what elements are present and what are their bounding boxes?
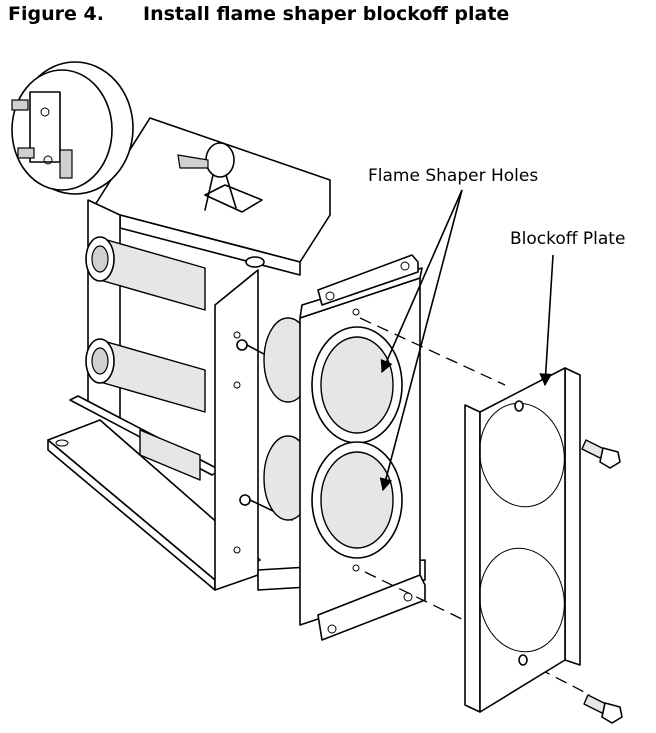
- front-plate: [299, 254, 426, 641]
- mounting-bolt-lower: [583, 694, 623, 724]
- pressure-switch: [11, 61, 134, 195]
- figure-number: Figure 4.: [8, 3, 104, 25]
- flame-shaper-holes-label: Flame Shaper Holes: [368, 166, 539, 186]
- figure-title: Install flame shaper blockoff plate: [143, 3, 510, 25]
- mounting-bolt-upper: [581, 439, 621, 469]
- blockoff-plate-label: Blockoff Plate: [510, 229, 626, 249]
- blockoff-plate: [464, 367, 581, 713]
- valve-fitting: [177, 142, 237, 211]
- callout-leaders: [379, 189, 554, 492]
- figure-caption: Figure 4. Install flame shaper blockoff p…: [8, 3, 509, 25]
